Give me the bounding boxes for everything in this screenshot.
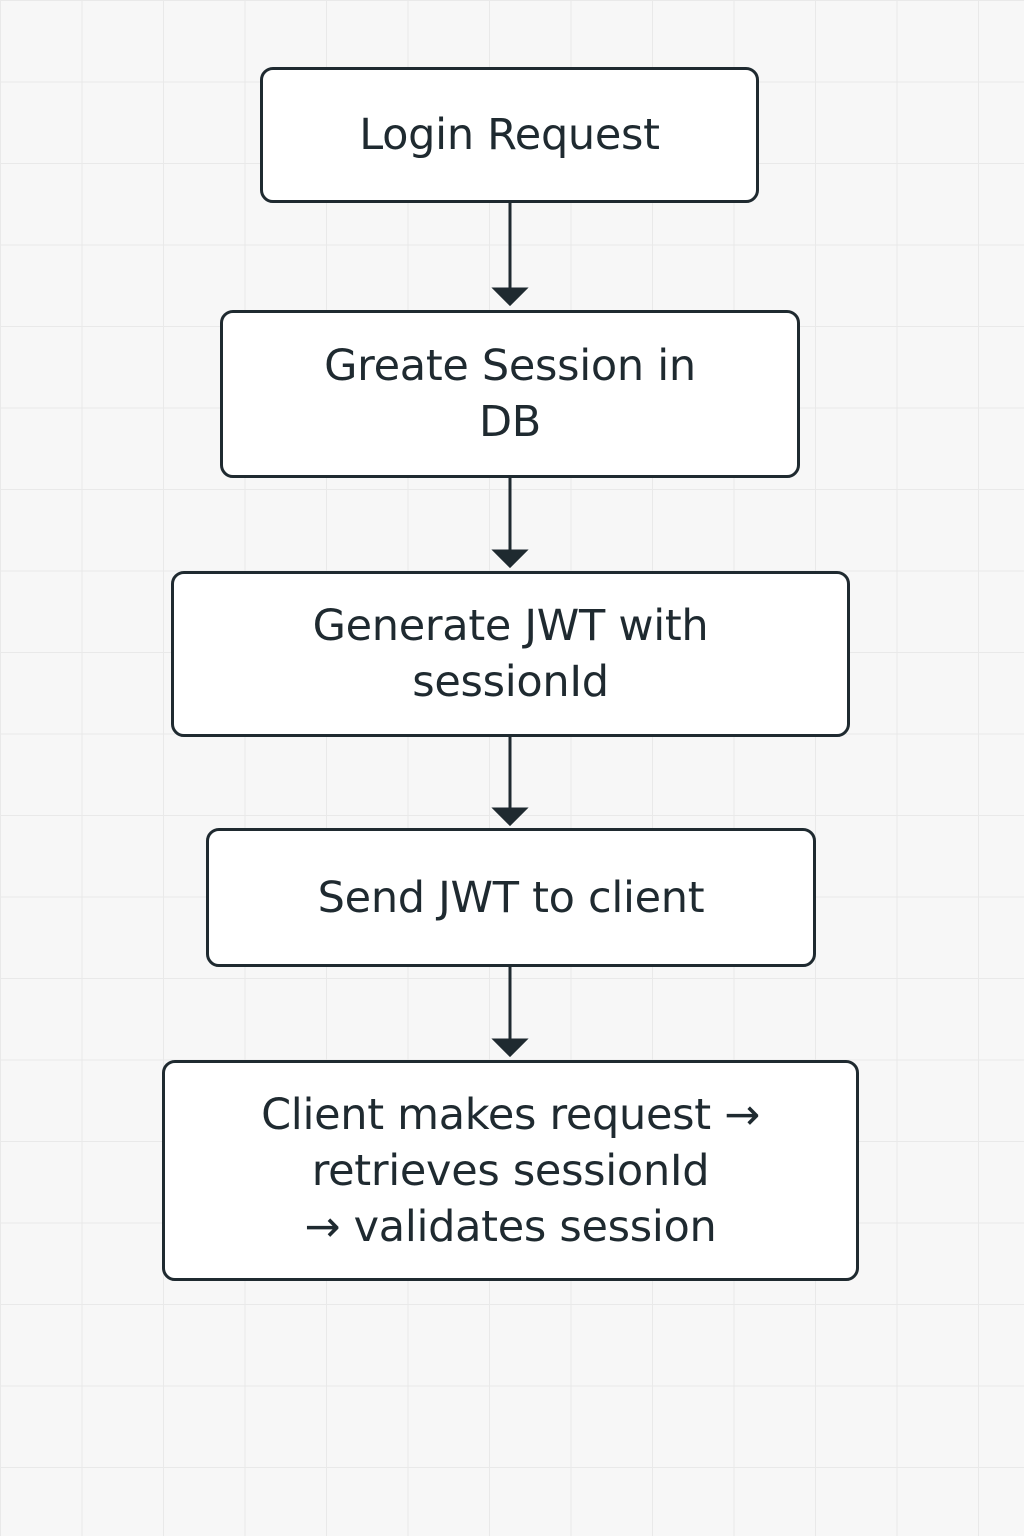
arrow-1-head: [491, 287, 529, 307]
arrow-2-head: [491, 549, 529, 569]
validate-session-node: Client makes request → retrieves session…: [162, 1060, 859, 1281]
arrow-3-head: [491, 807, 529, 827]
create-session-label: Greate Session in DB: [324, 341, 696, 447]
create-session-node: Greate Session in DB: [220, 310, 800, 478]
arrow-4-head: [491, 1038, 529, 1058]
login-request-node: Login Request: [260, 67, 759, 203]
generate-jwt-label: Generate JWT with sessionId: [312, 601, 709, 707]
validate-session-label: Client makes request → retrieves session…: [261, 1089, 760, 1252]
login-request-label: Login Request: [359, 110, 660, 160]
send-jwt-node: Send JWT to client: [206, 828, 816, 967]
send-jwt-label: Send JWT to client: [317, 872, 705, 923]
generate-jwt-node: Generate JWT with sessionId: [171, 571, 850, 737]
